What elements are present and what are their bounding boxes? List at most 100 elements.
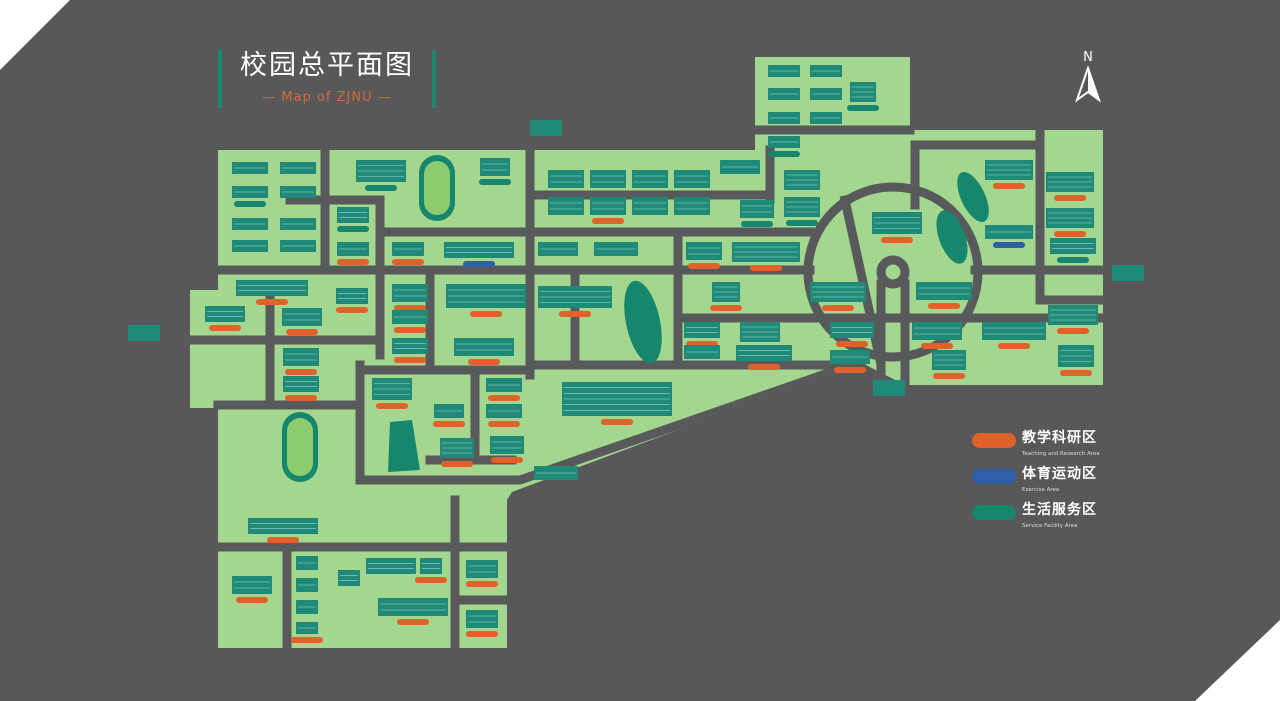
building[interactable] <box>768 112 800 124</box>
building[interactable] <box>296 578 318 592</box>
building[interactable] <box>415 558 447 583</box>
building[interactable] <box>280 218 316 230</box>
building[interactable] <box>378 598 448 625</box>
building-icon <box>336 288 368 304</box>
building[interactable] <box>932 350 966 379</box>
building[interactable] <box>444 242 514 267</box>
building[interactable] <box>282 308 322 335</box>
building[interactable] <box>1046 208 1094 237</box>
building[interactable] <box>830 350 870 373</box>
building[interactable] <box>1048 305 1098 334</box>
building[interactable] <box>684 322 720 347</box>
buildings[interactable] <box>205 65 1098 643</box>
building[interactable] <box>590 170 626 188</box>
building[interactable] <box>632 197 668 215</box>
building[interactable] <box>466 560 498 587</box>
building[interactable] <box>674 197 710 215</box>
building[interactable] <box>392 242 424 265</box>
building-label-pill <box>466 581 498 587</box>
building[interactable] <box>740 200 774 227</box>
building[interactable] <box>684 345 720 359</box>
building[interactable] <box>538 286 612 317</box>
building-icon <box>392 284 428 302</box>
building[interactable] <box>784 197 820 226</box>
building[interactable] <box>562 382 672 425</box>
building[interactable] <box>720 160 760 174</box>
building[interactable] <box>486 404 522 427</box>
building[interactable] <box>538 242 578 256</box>
building[interactable] <box>810 88 842 100</box>
building[interactable] <box>296 556 318 570</box>
building[interactable] <box>686 242 722 269</box>
building[interactable] <box>710 282 742 311</box>
building[interactable] <box>1058 345 1094 376</box>
building[interactable] <box>280 186 316 198</box>
building[interactable] <box>736 345 792 370</box>
building[interactable] <box>372 378 412 409</box>
building[interactable] <box>392 284 428 311</box>
building[interactable] <box>830 322 874 347</box>
building[interactable] <box>366 558 416 574</box>
gate-icon <box>128 325 160 341</box>
building[interactable] <box>548 197 584 215</box>
building[interactable] <box>466 610 498 637</box>
building[interactable] <box>1050 238 1096 263</box>
building[interactable] <box>446 284 526 317</box>
building[interactable] <box>338 570 360 586</box>
building[interactable] <box>784 170 820 190</box>
building[interactable] <box>280 240 316 252</box>
building[interactable] <box>291 622 323 643</box>
building[interactable] <box>810 112 842 124</box>
building[interactable] <box>232 240 268 252</box>
building[interactable] <box>916 282 972 309</box>
building[interactable] <box>248 518 318 543</box>
legend-item-service: 生活服务区 Service Facility Area <box>972 502 1112 538</box>
building[interactable] <box>548 170 584 188</box>
building[interactable] <box>847 82 879 111</box>
building[interactable] <box>985 225 1033 248</box>
building[interactable] <box>674 170 710 188</box>
building[interactable] <box>336 288 368 313</box>
building[interactable] <box>392 310 428 333</box>
building[interactable] <box>985 160 1033 189</box>
building[interactable] <box>594 242 638 256</box>
building[interactable] <box>337 207 369 232</box>
building[interactable] <box>486 378 522 401</box>
building[interactable] <box>1046 172 1094 201</box>
building[interactable] <box>337 242 369 265</box>
building[interactable] <box>433 404 465 427</box>
building[interactable] <box>232 162 268 174</box>
building[interactable] <box>232 186 268 207</box>
building[interactable] <box>296 600 318 614</box>
building-label-pill <box>750 265 782 271</box>
building[interactable] <box>205 306 245 331</box>
building[interactable] <box>632 170 668 188</box>
building[interactable] <box>810 65 842 77</box>
building[interactable] <box>768 65 800 77</box>
building[interactable] <box>232 218 268 230</box>
building[interactable] <box>768 88 800 100</box>
building[interactable] <box>810 282 866 311</box>
building[interactable] <box>392 338 428 363</box>
building[interactable] <box>356 160 406 191</box>
building[interactable] <box>283 376 319 401</box>
building[interactable] <box>283 348 319 375</box>
building[interactable] <box>236 280 308 305</box>
map-subtitle: — Map of ZJNU — <box>262 90 392 105</box>
building[interactable] <box>590 197 626 224</box>
building[interactable] <box>454 338 514 365</box>
building-icon <box>686 242 722 260</box>
building[interactable] <box>912 322 962 349</box>
building[interactable] <box>534 466 578 480</box>
building[interactable] <box>479 158 511 185</box>
building[interactable] <box>732 242 800 271</box>
building[interactable] <box>490 436 524 463</box>
building[interactable] <box>232 576 272 603</box>
building[interactable] <box>872 212 922 243</box>
building[interactable] <box>280 162 316 174</box>
building[interactable] <box>982 322 1046 349</box>
building[interactable] <box>440 438 474 467</box>
building[interactable] <box>768 136 800 157</box>
building-icon <box>466 610 498 628</box>
